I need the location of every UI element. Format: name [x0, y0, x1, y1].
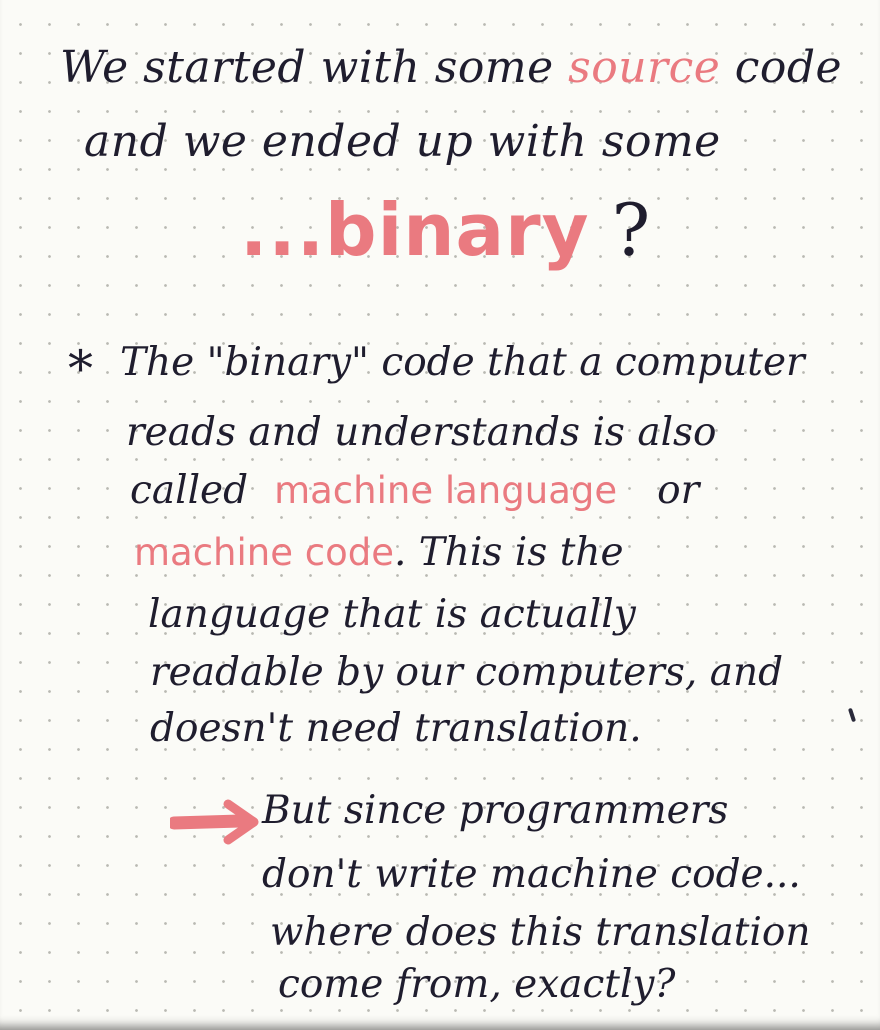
note-line-4-end: . This is the [394, 530, 624, 575]
note-line-4: machine code. This is the [134, 530, 624, 575]
question-line-1: But since programmers [262, 788, 729, 833]
binary-question-mark: ? [611, 188, 652, 272]
note-line-1: The "binary" code that a computer [120, 340, 805, 385]
header-line-1: We started with some source code [60, 42, 842, 93]
question-line-2: don't write machine code... [262, 852, 801, 897]
note-line-2: reads and understands is also [126, 410, 717, 455]
binary-word: ...binary [240, 188, 590, 272]
note-line-3-end: or [657, 468, 700, 513]
question-line-3: where does this translation [270, 910, 811, 955]
right-arrow-icon [170, 799, 259, 845]
note-line-3: called machine language or [130, 468, 699, 513]
question-line-4: come from, exactly? [278, 962, 676, 1007]
header-line-1-start: We started with some [60, 42, 569, 93]
note-line-6: readable by our computers, and [150, 650, 784, 695]
binary-heading: ...binary? [240, 188, 651, 272]
asterisk-icon: * [68, 340, 93, 398]
header-line-2: and we ended up with some [84, 116, 721, 167]
machine-language-term: machine language [274, 469, 618, 512]
note-line-5: language that is actually [148, 592, 636, 637]
header-line-1-end: code [720, 42, 843, 93]
note-line-7: doesn't need translation. [150, 706, 642, 751]
machine-code-term: machine code [134, 531, 394, 574]
stray-pen-mark [847, 707, 857, 723]
source-word: source [568, 42, 721, 93]
note-line-3-start: called [130, 468, 249, 513]
